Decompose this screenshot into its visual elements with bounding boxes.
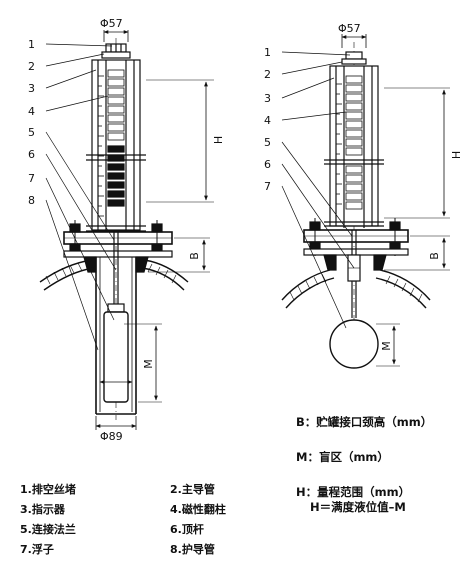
- left-top-diameter: Φ57: [100, 17, 123, 30]
- left-gauge: [39, 30, 214, 430]
- note-h-formula: H＝满度液位值–M: [310, 500, 406, 514]
- left-h-label: H: [212, 136, 225, 144]
- right-callout-6: 6: [264, 158, 271, 171]
- legend-item-7: 7.浮子: [20, 543, 54, 556]
- note-m: M：盲区（mm）: [296, 450, 389, 464]
- right-callout-2: 2: [264, 68, 271, 81]
- left-callout-1: 1: [28, 38, 35, 51]
- right-callout-4: 4: [264, 114, 271, 127]
- left-callout-5: 5: [28, 126, 35, 139]
- legend-item-8: 8.护导管: [170, 543, 215, 556]
- note-b: B：贮罐接口颈高（mm）: [296, 415, 433, 429]
- legend-item-1: 1.排空丝堵: [20, 483, 76, 496]
- right-h-label: H: [450, 151, 463, 159]
- legend-item-2: 2.主导管: [170, 483, 215, 496]
- right-m-label: M: [380, 341, 393, 351]
- left-callout-2: 2: [28, 60, 35, 73]
- right-callout-5: 5: [264, 136, 271, 149]
- left-callout-4: 4: [28, 105, 35, 118]
- legend-item-6: 6.顶杆: [170, 523, 204, 536]
- left-callout-6: 6: [28, 148, 35, 161]
- right-gauge: [281, 34, 450, 369]
- left-callout-8: 8: [28, 194, 35, 207]
- right-top-diameter: Φ57: [338, 22, 361, 35]
- legend-item-3: 3.指示器: [20, 503, 65, 516]
- left-callout-3: 3: [28, 82, 35, 95]
- right-b-label: B: [428, 252, 441, 260]
- left-m-label: M: [142, 359, 155, 369]
- left-bottom-diameter: Φ89: [100, 430, 123, 443]
- legend-item-5: 5.连接法兰: [20, 523, 76, 536]
- right-callout-7: 7: [264, 180, 271, 193]
- right-callout-3: 3: [264, 92, 271, 105]
- note-h: H：量程范围（mm）: [296, 485, 411, 499]
- legend-item-4: 4.磁性翻柱: [170, 503, 226, 516]
- left-b-label: B: [188, 252, 201, 260]
- right-callout-1: 1: [264, 46, 271, 59]
- left-callout-7: 7: [28, 172, 35, 185]
